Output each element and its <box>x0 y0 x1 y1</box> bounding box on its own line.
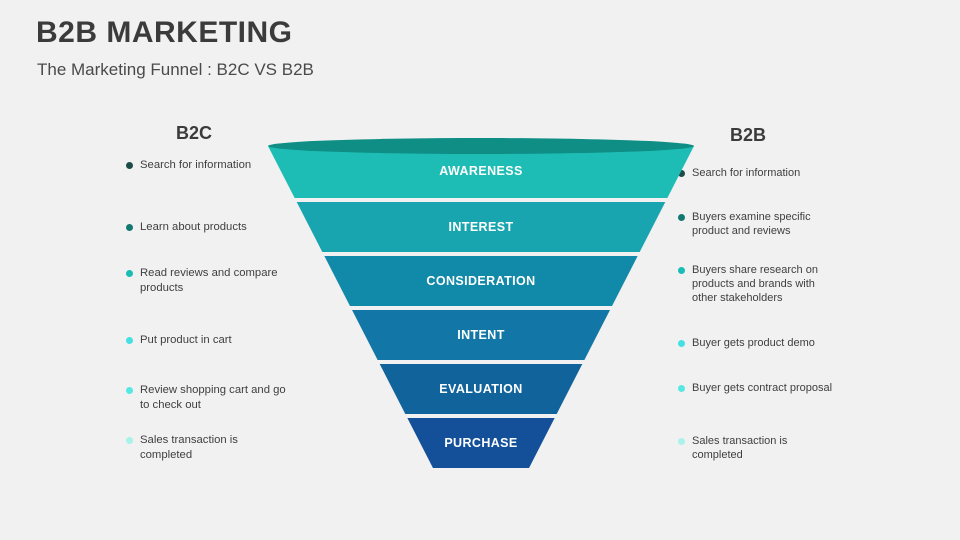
list-item: Search for information <box>126 158 251 173</box>
column-heading-b2b: B2B <box>730 125 767 145</box>
bullet-dot-icon <box>126 162 133 169</box>
funnel-band-consideration <box>324 256 638 306</box>
page-subtitle: The Marketing Funnel : B2C VS B2B <box>37 60 314 79</box>
list-item-label: Buyer gets contract proposal <box>692 382 833 394</box>
list-item-label: Buyers share research on products and br… <box>692 264 818 305</box>
bullet-dot-icon <box>126 437 133 444</box>
list-item: Put product in cart <box>126 333 232 348</box>
bullet-dot-icon <box>678 214 685 221</box>
list-item: Search for information <box>678 166 800 180</box>
list-item: Read reviews and compare products <box>126 266 286 295</box>
column-heading-b2c: B2C <box>176 123 213 143</box>
list-item-label: Review shopping cart and go to check out <box>140 384 286 411</box>
list-item-label: Sales transaction is completed <box>140 434 238 461</box>
funnel-band-purchase <box>407 418 555 468</box>
page-title: B2B MARKETING <box>36 16 293 49</box>
list-item: Buyer gets product demo <box>678 336 815 350</box>
list-item-label: Buyer gets product demo <box>692 337 815 349</box>
list-item-label: Buyers examine specific product and revi… <box>692 211 811 238</box>
funnel-band-intent <box>352 310 610 360</box>
list-item-label: Read reviews and compare products <box>140 267 278 294</box>
funnel-band-interest <box>296 202 666 252</box>
list-item-label: Put product in cart <box>140 334 232 346</box>
list-item-label: Sales transaction is completed <box>692 435 788 462</box>
bullet-dot-icon <box>678 340 685 347</box>
bullet-dot-icon <box>126 270 133 277</box>
bullet-dot-icon <box>678 438 685 445</box>
list-item-label: Search for information <box>140 159 252 171</box>
bullet-dot-icon <box>678 267 685 274</box>
list-item: Review shopping cart and go to check out <box>126 383 286 412</box>
list-item: Buyer gets contract proposal <box>678 381 832 395</box>
list-item-label: Learn about products <box>140 221 247 233</box>
list-item: Buyers share research on products and br… <box>678 263 838 306</box>
list-item-label: Search for information <box>692 167 801 179</box>
bullet-dot-icon <box>126 224 133 231</box>
bullet-dot-icon <box>678 385 685 392</box>
funnel-svg <box>268 138 694 468</box>
bullet-dot-icon <box>126 387 133 394</box>
funnel-band-evaluation <box>379 364 583 414</box>
bullet-dot-icon <box>126 337 133 344</box>
list-item: Learn about products <box>126 220 247 235</box>
list-item: Buyers examine specific product and revi… <box>678 210 838 238</box>
funnel-band-awareness <box>268 146 694 198</box>
list-item: Sales transaction is completed <box>678 434 838 462</box>
list-item: Sales transaction is completed <box>126 433 286 462</box>
bullet-dot-icon <box>678 170 685 177</box>
funnel-rim-ellipse <box>268 138 694 154</box>
